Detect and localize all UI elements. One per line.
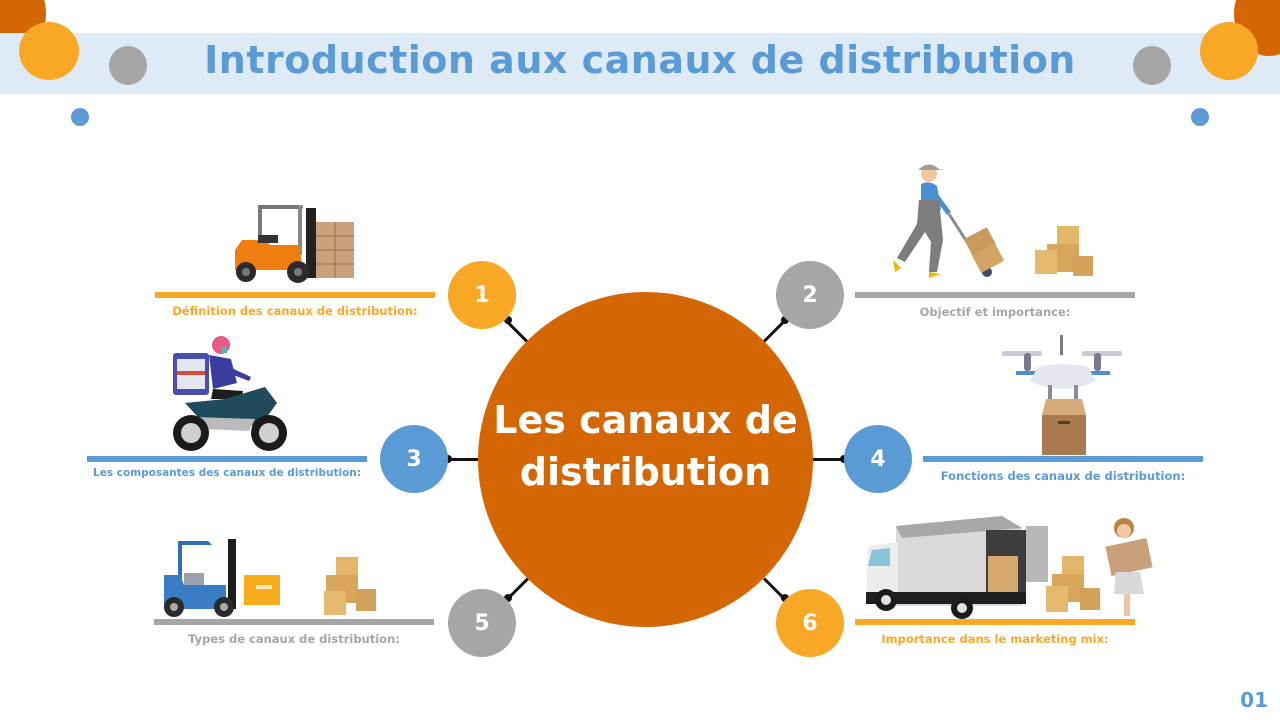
item-1-badge: 1 xyxy=(448,261,516,329)
item-5-number: 5 xyxy=(474,610,490,636)
connector-dot-5 xyxy=(504,594,512,602)
item-2-bar xyxy=(855,292,1135,298)
item-4-bar xyxy=(923,456,1203,462)
decor-dot-blue-right xyxy=(1191,108,1209,126)
item-6-number: 6 xyxy=(802,610,818,636)
item-4-badge: 4 xyxy=(844,425,912,493)
item-6-label: Importance dans le marketing mix: xyxy=(881,632,1109,646)
decor-circle-orange-right xyxy=(1200,22,1258,80)
delivery-motorbike-icon xyxy=(165,333,295,458)
connector-4 xyxy=(810,458,846,461)
page-number: 01 xyxy=(1240,688,1268,712)
center-hub: Les canaux de distribution xyxy=(478,292,813,627)
item-3-number: 3 xyxy=(406,446,422,472)
item-6-bar xyxy=(855,619,1135,625)
item-3-label: Les composantes des canaux de distributi… xyxy=(93,467,361,479)
forklift-blue-icon xyxy=(160,535,395,620)
decor-dot-blue-left xyxy=(71,108,89,126)
item-1-number: 1 xyxy=(474,282,490,308)
item-4-label: Fonctions des canaux de distribution: xyxy=(940,469,1186,483)
item-5-badge: 5 xyxy=(448,589,516,657)
connector-dot-1 xyxy=(504,316,512,324)
connector-dot-2 xyxy=(781,316,789,324)
item-2-label: Objectif et importance: xyxy=(919,305,1071,319)
item-5-bar xyxy=(154,619,434,625)
slide-title: Introduction aux canaux de distribution xyxy=(204,38,1076,82)
center-hub-text: Les canaux de distribution xyxy=(493,397,798,494)
item-1-bar xyxy=(155,292,435,298)
item-2-number: 2 xyxy=(802,282,818,308)
title-band xyxy=(0,33,1280,94)
item-3-bar xyxy=(87,456,367,462)
connector-1 xyxy=(505,320,530,344)
forklift-orange-icon xyxy=(230,200,360,285)
decor-circle-gray-left xyxy=(109,46,147,85)
item-3-badge: 3 xyxy=(380,425,448,493)
item-1-label: Définition des canaux de distribution: xyxy=(172,304,418,318)
delivery-truck-icon xyxy=(862,514,1162,624)
item-6-badge: 6 xyxy=(776,589,844,657)
item-5-label: Types de canaux de distribution: xyxy=(188,632,400,646)
item-2-badge: 2 xyxy=(776,261,844,329)
connector-dot-3 xyxy=(444,455,452,463)
decor-circle-orange-left xyxy=(19,22,79,80)
delivery-drone-icon xyxy=(1002,335,1127,457)
decor-circle-gray-right xyxy=(1133,46,1171,85)
connector-3 xyxy=(447,458,482,461)
item-4-number: 4 xyxy=(870,446,886,472)
worker-hand-truck-icon xyxy=(885,160,1105,285)
